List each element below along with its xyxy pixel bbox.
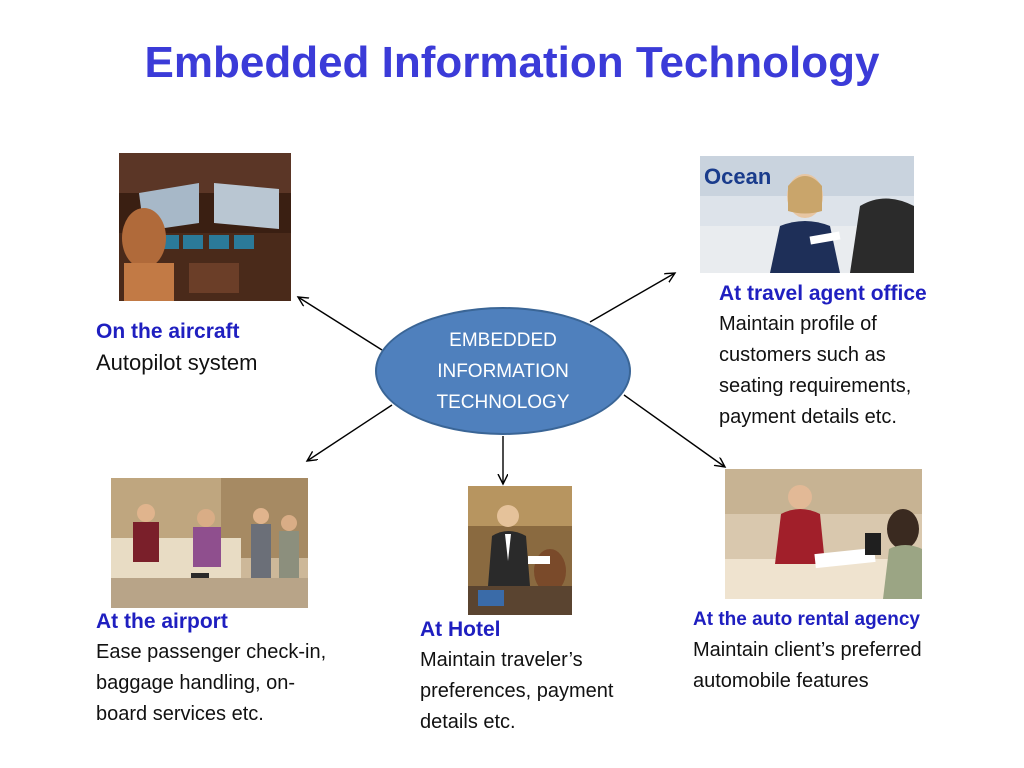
airport-heading: At the airport bbox=[96, 610, 228, 633]
arrow-to-travel-agent bbox=[589, 273, 675, 323]
hotel-text-line: details etc. bbox=[420, 711, 516, 733]
arrow-to-auto-rental bbox=[623, 394, 725, 467]
hotel-label: At Hotel Maintain traveler’s preferences… bbox=[420, 614, 680, 738]
cockpit-photo bbox=[119, 153, 291, 301]
travel-agent-photo: Ocean bbox=[700, 156, 914, 273]
aircraft-label: On the aircraft Autopilot system bbox=[96, 316, 316, 379]
arrow-to-aircraft bbox=[298, 297, 383, 351]
travel-agent-text-line: payment details etc. bbox=[719, 406, 897, 428]
hotel-photo bbox=[468, 486, 572, 615]
airport-photo bbox=[111, 478, 308, 608]
svg-text:Ocean: Ocean bbox=[704, 164, 771, 189]
travel-agent-text-line: seating requirements, bbox=[719, 375, 912, 397]
airport-text-line: Ease passenger check-in, bbox=[96, 641, 327, 663]
airport-label: At the airport Ease passenger check-in, … bbox=[96, 606, 386, 730]
central-hub-label: EMBEDDED INFORMATION TECHNOLOGY bbox=[436, 329, 570, 413]
central-hub: EMBEDDED INFORMATION TECHNOLOGY bbox=[375, 307, 631, 435]
hotel-text-line: preferences, payment bbox=[420, 680, 614, 702]
page-title: Embedded Information Technology bbox=[144, 38, 880, 87]
hotel-heading: At Hotel bbox=[420, 618, 501, 641]
airport-text-line: board services etc. bbox=[96, 703, 264, 725]
aircraft-heading: On the aircraft bbox=[96, 320, 240, 343]
auto-rental-text-line: automobile features bbox=[693, 670, 869, 692]
hotel-text-line: Maintain traveler’s bbox=[420, 649, 583, 671]
travel-agent-heading: At travel agent office bbox=[719, 282, 927, 305]
auto-rental-text-line: Maintain client’s preferred bbox=[693, 639, 922, 661]
travel-agent-label: At travel agent office Maintain profile … bbox=[719, 278, 1009, 433]
airport-text-line: baggage handling, on- bbox=[96, 672, 296, 694]
auto-rental-label: At the auto rental agency Maintain clien… bbox=[693, 604, 1013, 697]
travel-agent-text-line: customers such as bbox=[719, 344, 886, 366]
auto-rental-photo bbox=[725, 469, 922, 599]
auto-rental-heading: At the auto rental agency bbox=[693, 609, 920, 630]
aircraft-text-line: Autopilot system bbox=[96, 350, 258, 375]
travel-agent-text-line: Maintain profile of bbox=[719, 313, 877, 335]
arrow-to-airport bbox=[307, 404, 393, 461]
